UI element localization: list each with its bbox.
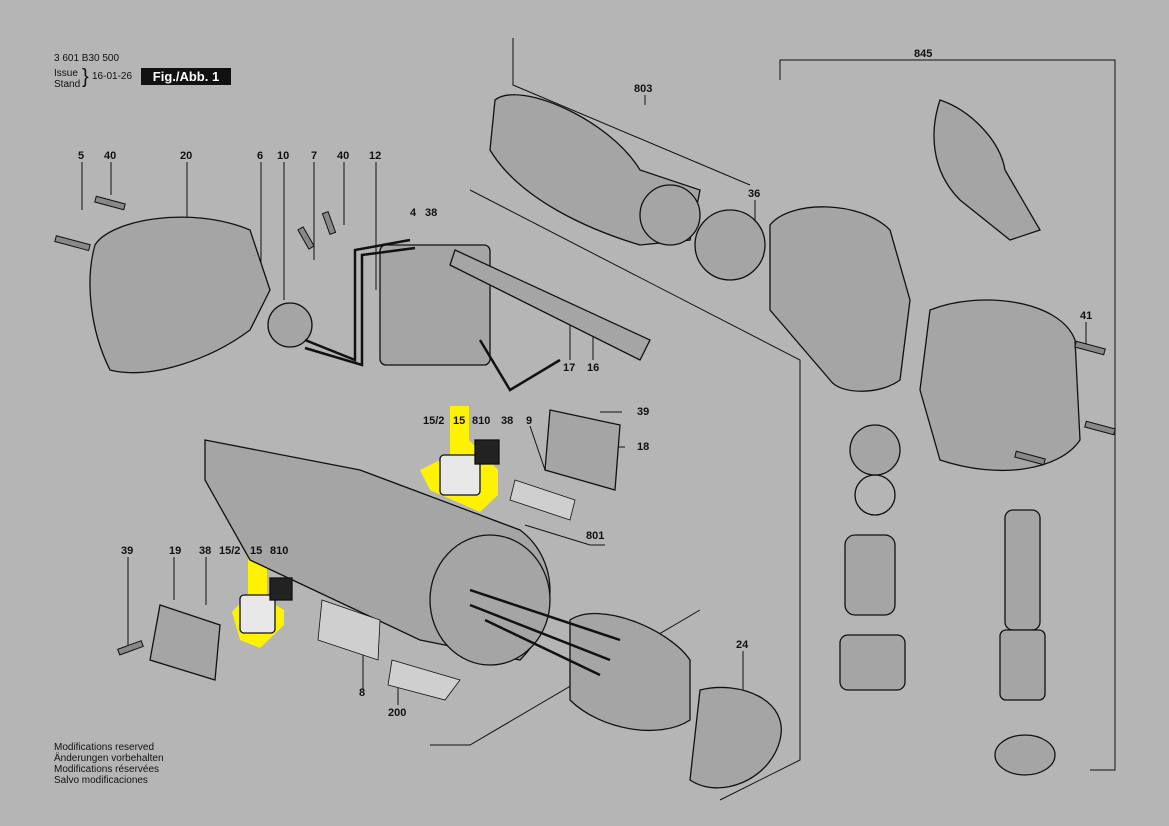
lever — [933, 99, 1041, 241]
screw-40b — [321, 210, 337, 236]
bracket-845 — [779, 59, 1116, 771]
label-5: 5 — [78, 150, 85, 162]
brush-holder-upper — [439, 454, 481, 496]
field-coil — [569, 612, 691, 732]
bracket-801 — [469, 189, 801, 801]
part-number: 3 601 B30 500 — [54, 53, 120, 64]
bracket-803 — [512, 38, 751, 186]
speed-dial-ball — [267, 302, 313, 348]
label-7: 7 — [311, 150, 318, 162]
screw-5 — [54, 235, 91, 252]
screw-41 — [1074, 340, 1106, 356]
label-801: 801 — [586, 530, 605, 542]
label-810-upper: 810 — [472, 415, 491, 427]
bearing-ring-2 — [854, 474, 896, 516]
label-803: 803 — [634, 83, 653, 95]
label-15-lower: 15 — [250, 545, 263, 557]
footer-line-en: Modifications reserved — [54, 742, 155, 753]
rear-housing — [89, 216, 271, 374]
footer-line-de: Änderungen vorbehalten — [54, 753, 164, 764]
label-39-upper: 39 — [637, 406, 650, 418]
brush-cover-18 — [544, 409, 621, 491]
needle-bearing — [839, 634, 906, 691]
label-plate-9 — [509, 479, 576, 521]
label-12: 12 — [369, 150, 382, 162]
label-40: 40 — [104, 150, 117, 162]
label-39-lower: 39 — [121, 545, 134, 557]
label-15-2-upper: 15/2 — [423, 415, 445, 427]
label-4: 4 — [410, 207, 417, 219]
label-plate-8 — [317, 599, 381, 661]
switch-block — [379, 244, 491, 366]
screw-right-2 — [1014, 450, 1046, 466]
label-810-lower: 810 — [270, 545, 289, 557]
fan-wheel — [639, 184, 701, 246]
coil-wire-2 — [469, 603, 611, 662]
bearing-36 — [694, 209, 766, 281]
gear-head-housing — [769, 206, 911, 392]
issue-label: Issue — [54, 68, 78, 79]
spindle — [1004, 509, 1041, 631]
brush-cover-19 — [149, 604, 221, 681]
wire-1 — [304, 238, 411, 362]
label-9: 9 — [526, 415, 533, 427]
issue-date: 16-01-26 — [92, 71, 133, 82]
brace-glyph: } — [82, 66, 89, 88]
label-18: 18 — [637, 441, 650, 453]
wire-black — [478, 339, 561, 392]
brush-holder-lower — [239, 594, 276, 634]
label-845: 845 — [914, 48, 933, 60]
label-10: 10 — [277, 150, 290, 162]
figure-badge: Fig./Abb. 1 — [141, 68, 231, 85]
label-40-second: 40 — [337, 150, 350, 162]
label-8: 8 — [359, 687, 366, 699]
label-20: 20 — [180, 150, 193, 162]
label-17: 17 — [563, 362, 576, 374]
label-19: 19 — [169, 545, 182, 557]
label-200: 200 — [388, 707, 407, 719]
label-15-upper: 15 — [453, 415, 466, 427]
stand-label: Stand — [54, 79, 81, 90]
screw-right — [1084, 420, 1116, 436]
coil-wire-3 — [484, 618, 601, 677]
spring — [999, 629, 1046, 701]
footer-line-fr: Modifications réservées — [54, 764, 160, 775]
collar — [994, 734, 1056, 776]
footer-line-es: Salvo modificaciones — [54, 775, 148, 786]
coil-wire-1 — [469, 588, 621, 642]
front-flange — [689, 686, 782, 789]
label-15-2-lower: 15/2 — [219, 545, 241, 557]
label-36: 36 — [748, 188, 761, 200]
label-16: 16 — [587, 362, 600, 374]
label-38-upper: 38 — [501, 415, 514, 427]
carbon-brush-lower — [269, 577, 293, 601]
label-6: 6 — [257, 150, 264, 162]
housing-front-ring — [429, 534, 551, 666]
front-cover — [919, 299, 1081, 471]
wire-2 — [304, 246, 416, 367]
screw-7 — [297, 226, 315, 250]
bearing-ring-1 — [849, 424, 901, 476]
shaft-cylinder — [844, 534, 896, 616]
screw-40a — [94, 195, 126, 211]
slider-bar — [449, 249, 651, 361]
carbon-brush-upper — [474, 439, 500, 465]
footer-notes: Modifications reserved Änderungen vorbeh… — [54, 742, 164, 786]
label-38: 38 — [425, 207, 438, 219]
label-24: 24 — [736, 639, 749, 651]
label-41: 41 — [1080, 310, 1093, 322]
label-plate-200 — [387, 659, 461, 701]
screw-39b — [117, 640, 144, 656]
label-38-lower: 38 — [199, 545, 212, 557]
